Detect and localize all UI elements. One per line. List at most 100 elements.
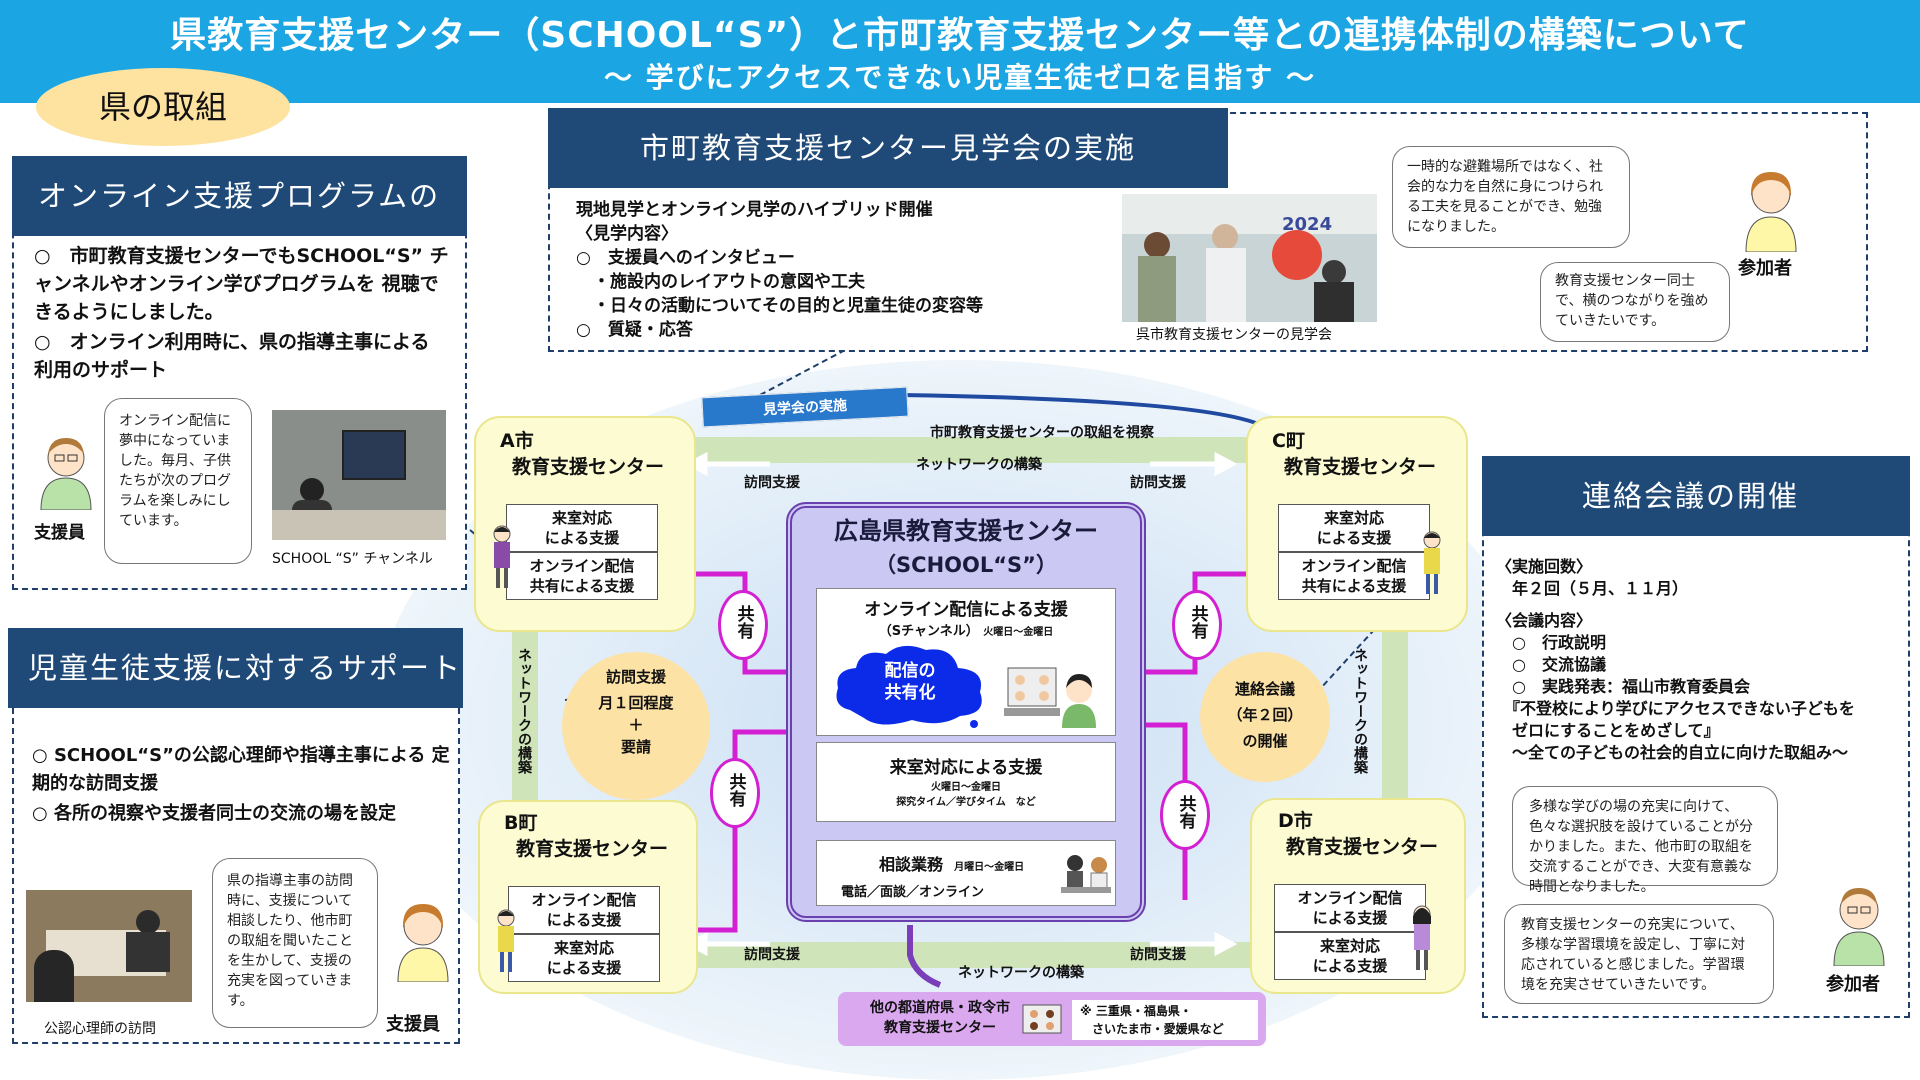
share-text-d: 共有	[1175, 795, 1196, 829]
online-item-1: ○ 市町教育支援センターでもSCHOOL“S” チャンネルやオンライン学びプログ…	[34, 245, 449, 323]
center-c-cell1: 来室対応 による支援	[1278, 504, 1430, 552]
tour-bubble-2: 教育支援センター同士で、横のつながりを強めていきたいです。	[1540, 262, 1730, 342]
center-online-days: 火曜日～金曜日	[983, 627, 1054, 638]
online-person-label: 支援員	[34, 523, 85, 543]
meeting-bubble-2: 教育支援センターの充実について、多様な学習環境を設定し、丁寧に対応されていると感…	[1504, 904, 1774, 1004]
center-c-name: C町 教育支援センター	[1272, 428, 1436, 480]
laptop-icon	[1004, 667, 1060, 716]
center-d-cell2: 来室対応 による支援	[1274, 932, 1426, 980]
center-visit-days: 火曜日～金曜日	[931, 782, 1001, 793]
header: 県教育支援センター（SCHOOL“S”）と市町教育支援センター等との連携体制の構…	[0, 0, 1920, 103]
visit-label-br: 訪問支援	[1130, 947, 1186, 963]
support-staff-icon-bottom	[397, 904, 449, 982]
center-a-name1: A市	[500, 430, 534, 452]
meeting-line-4: ○ 行政説明	[1496, 633, 1606, 652]
share-text-b: 共有	[725, 773, 746, 807]
tour-arrow-text: 見学会の実施	[762, 397, 848, 419]
share-oval-b: 共有	[710, 758, 760, 828]
network-left-label: ネットワークの構築	[516, 648, 532, 774]
meeting-circle-l3: の開催	[1242, 732, 1288, 750]
student-bubble: 県の指導主事の訪問時に、支援について相談したり、他市町の取組を聞いたことを生かし…	[212, 858, 378, 1028]
center-visit-sub: 探究タイム／学びタイム など	[896, 797, 1036, 808]
meeting-circle-l2: （年２回）	[1227, 706, 1303, 724]
visit-circle: 訪問支援 月１回程度 ＋ 要請	[562, 652, 710, 800]
center-b-name: B町 教育支援センター	[504, 810, 668, 862]
center-d-name2: 教育支援センター	[1286, 836, 1439, 858]
center-title-1: 広島県教育支援センター	[834, 517, 1098, 545]
center-d-name1: D市	[1278, 810, 1313, 832]
meeting-line-6: ○ 実践発表：福山市教育委員会	[1496, 677, 1750, 696]
center-a-cell2: オンライン配信 共有による支援	[506, 552, 658, 600]
participant-icon-bottom	[1833, 888, 1885, 966]
center-b-cell2: 来室対応 による支援	[508, 934, 660, 982]
tour-line-3: ○ 支援員へのインタビュー	[576, 248, 795, 268]
student-item-1: ○ SCHOOL“S”の公認心理師や指導主事による 定期的な訪問支援	[32, 745, 450, 794]
other-prefecture-note: ※ 三重県・福島県・ さいたま市・愛媛県など	[1072, 1000, 1258, 1040]
network-ring	[512, 437, 1408, 968]
student-photo-caption: 公認心理師の訪問	[44, 1021, 156, 1037]
online-bubble: オンライン配信に夢中になっていました。毎月、子供たちが次のプログラムを楽しみにし…	[104, 398, 252, 564]
consult-icon	[1061, 855, 1111, 893]
tour-line-1: 現地見学とオンライン見学のハイブリッド開催	[576, 200, 933, 220]
center-visit-title: 来室対応による支援	[889, 758, 1043, 778]
center-b-cell1: オンライン配信 による支援	[508, 886, 660, 934]
cloud-shape	[836, 645, 982, 728]
page-subtitle: ～ 学びにアクセスできない児童生徒ゼロを目指す ～	[603, 61, 1317, 94]
child-icon-d	[1413, 905, 1431, 970]
tour-line-4: ・施設内のレイアウトの意図や工夫	[576, 272, 865, 292]
student-panel-title: 児童生徒支援に対するサポート	[8, 628, 463, 708]
other-prefecture-name: 他の都道府県・政令市 教育支援センター	[870, 1000, 1010, 1036]
share-oval-c: 共有	[1172, 590, 1222, 660]
meeting-panel-title: 連絡会議の開催	[1482, 456, 1910, 536]
meeting-line-9: ～全ての子どもの社会的自立に向けた取組み～	[1496, 743, 1849, 762]
center-a-name: A市 教育支援センター	[500, 428, 664, 480]
cloud-text: 配信の 共有化	[884, 661, 936, 703]
other-link	[907, 925, 942, 988]
share-oval-d: 共有	[1160, 780, 1210, 850]
center-online-title: オンライン配信による支援	[864, 600, 1068, 620]
child-icon-b	[497, 909, 515, 972]
visit-circle-l2: 月１回程度	[598, 694, 674, 712]
visit-circle-l3: ＋	[628, 716, 644, 734]
share-oval-a: 共有	[718, 590, 768, 660]
tour-bubble-1: 一時的な避難場所ではなく、社会的な力を自然に身につけられる工夫を見ることができ、…	[1392, 146, 1630, 248]
tag-label: 県の取組	[98, 88, 227, 126]
network-bottom-label: ネットワークの構築	[958, 965, 1084, 981]
center-d-cell1: オンライン配信 による支援	[1274, 884, 1426, 932]
student-item-2: ○ 各所の視察や支援者同士の交流の場を設定	[32, 803, 396, 824]
tour-line-2: 〈見学内容〉	[576, 224, 678, 244]
network-right-label: ネットワークの構築	[1352, 648, 1368, 774]
online-photo	[272, 410, 446, 540]
page-title: 県教育支援センター（SCHOOL“S”）と市町教育支援センター等との連携体制の構…	[170, 15, 1750, 56]
child-icon-a	[493, 525, 511, 588]
center-consult-sub: 電話／面談／オンライン	[841, 885, 985, 900]
network-top-label: ネットワークの構築	[916, 457, 1042, 473]
meeting-line-8: ゼロにすることをめざして』	[1496, 721, 1720, 740]
tour-panel-title: 市町教育支援センター見学会の実施	[548, 108, 1228, 188]
tour-photo-text: 2024	[1282, 214, 1333, 235]
student-person-label: 支援員	[386, 1014, 440, 1035]
share-text-a: 共有	[733, 605, 754, 639]
center-visit-cell: 来室対応による支援 火曜日～金曜日 探究タイム／学びタイム など	[816, 742, 1116, 822]
tour-person-label: 参加者	[1738, 258, 1792, 279]
center-consult-title: 相談業務	[879, 855, 944, 874]
center-consult-days: 月曜日～金曜日	[954, 862, 1025, 873]
meeting-line-2: 年２回（５月、１１月）	[1496, 579, 1689, 598]
view-label: 市町教育支援センターの取組を視察	[930, 425, 1154, 441]
visit-label-tr: 訪問支援	[1130, 475, 1186, 491]
tour-photo-caption: 呉市教育支援センターの見学会	[1136, 327, 1332, 343]
visit-circle-l4: 要請	[620, 738, 651, 756]
meeting-circle: 連絡会議 （年２回） の開催	[1200, 652, 1330, 782]
tag-pill: 県の取組	[36, 68, 290, 146]
online-panel-title: オンライン支援プログラムの共有	[12, 156, 467, 293]
visit-circle-l1: 訪問支援	[605, 668, 666, 686]
center-c-cell2: オンライン配信 共有による支援	[1278, 552, 1430, 600]
tour-photo: 2024	[1122, 194, 1377, 322]
center-a-name2: 教育支援センター	[512, 456, 665, 478]
student-icon	[1062, 674, 1096, 728]
visit-label-bl: 訪問支援	[744, 947, 800, 963]
meeting-lines: 〈実施回数〉 年２回（５月、１１月） 〈会議内容〉 ○ 行政説明 ○ 交流協議 …	[1496, 556, 1906, 764]
meeting-line-1: 〈実施回数〉	[1496, 557, 1593, 576]
center-consult-cell: 相談業務 月曜日～金曜日 電話／面談／オンライン	[816, 840, 1116, 906]
student-photo	[26, 890, 192, 1002]
